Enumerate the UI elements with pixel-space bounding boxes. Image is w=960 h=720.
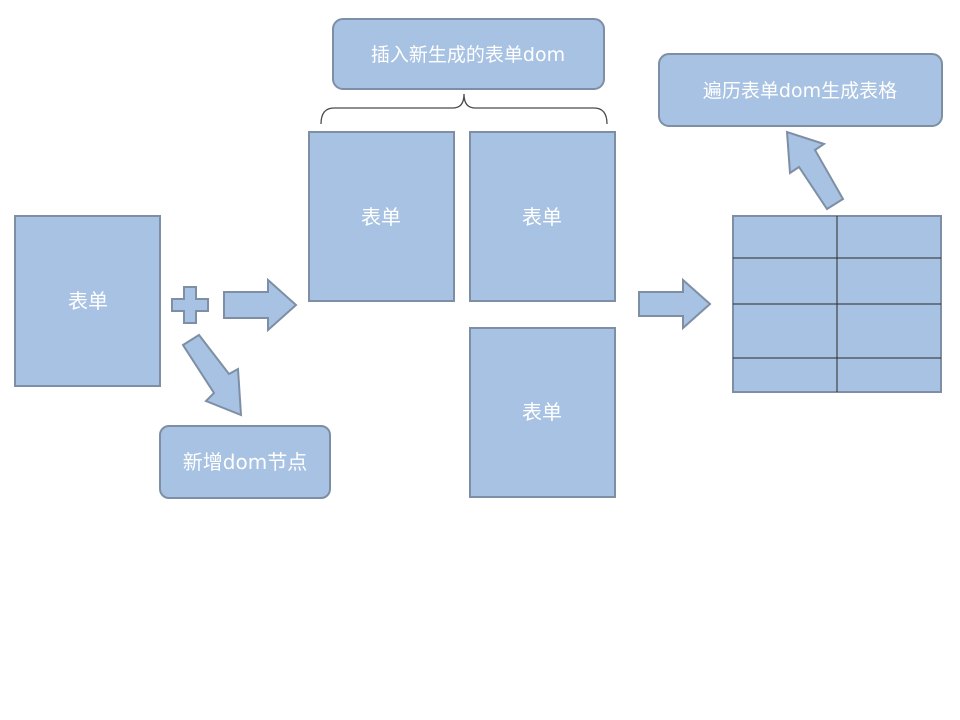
result-table xyxy=(732,215,942,393)
callout-add-dom-node: 新增dom节点 xyxy=(159,425,331,499)
form-box-2-label: 表单 xyxy=(522,205,562,229)
source-form-label: 表单 xyxy=(68,289,108,313)
arrow-to-forms xyxy=(223,277,298,333)
form-box-1-label: 表单 xyxy=(361,205,401,229)
form-box-1: 表单 xyxy=(308,131,455,302)
arrow-to-table xyxy=(638,277,712,331)
plus-icon xyxy=(171,286,209,324)
arrow-to-add-node xyxy=(181,333,243,417)
arrow-to-traverse xyxy=(785,130,845,211)
form-box-3: 表单 xyxy=(469,327,616,498)
form-box-2: 表单 xyxy=(469,131,616,302)
callout-add-dom-node-label: 新增dom节点 xyxy=(183,450,307,474)
source-form: 表单 xyxy=(14,215,161,387)
grouping-bracket xyxy=(320,93,608,125)
callout-insert-form-dom: 插入新生成的表单dom xyxy=(332,18,605,90)
form-box-3-label: 表单 xyxy=(522,400,562,424)
callout-insert-form-dom-label: 插入新生成的表单dom xyxy=(371,44,565,66)
callout-traverse-generate-table: 遍历表单dom生成表格 xyxy=(658,53,943,127)
callout-traverse-label: 遍历表单dom生成表格 xyxy=(703,80,897,102)
